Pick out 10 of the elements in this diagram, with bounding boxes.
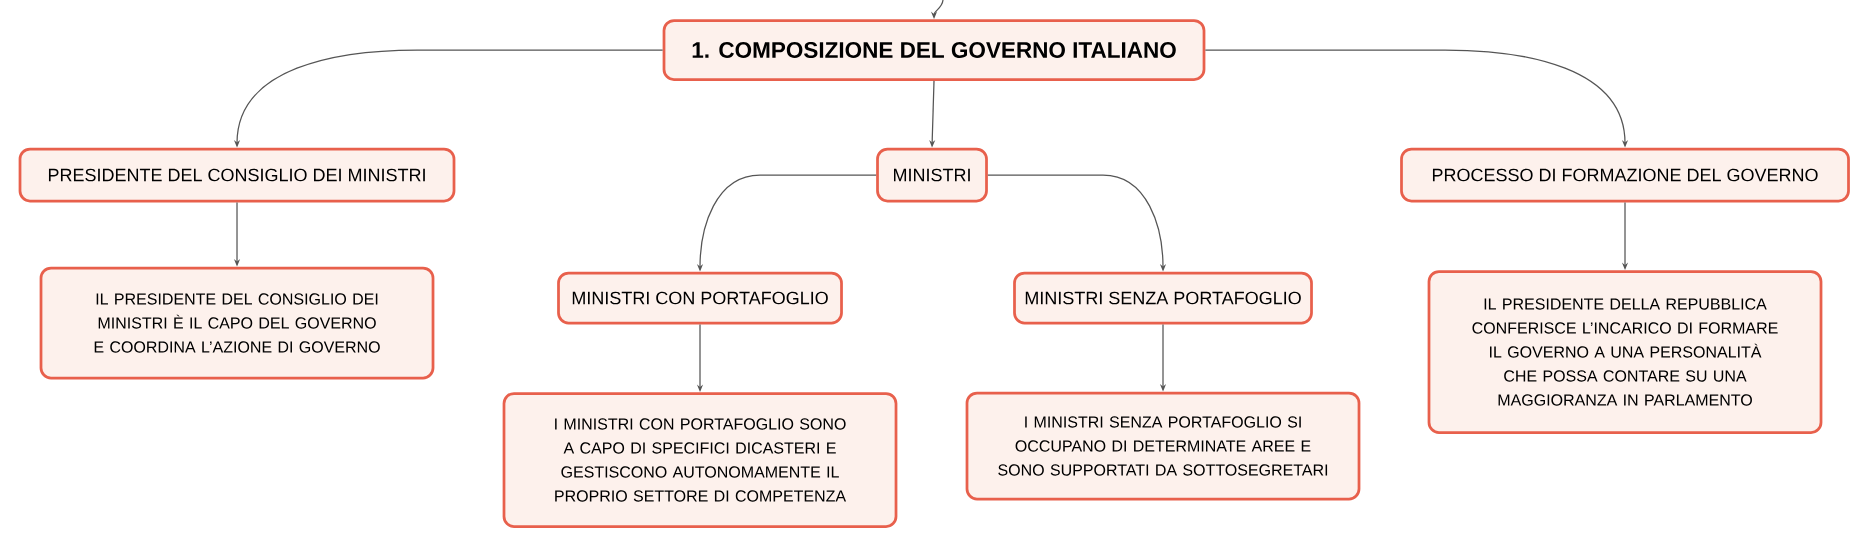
topic-box: MINISTRI CON PORTAFOGLIO <box>557 271 843 325</box>
description-box: IL PRESIDENTE DELLA REPUBBLICA CONFERISCE L’INCARICO DI FORMARE IL GOVERNO A UNA PERSONALITÀ CHE POSSA CONTARE SU UNA MAGGIORANZA IN PARLAMENTO <box>1427 270 1823 434</box>
description-box: I MINISTRI SENZA PORTAFOGLIO SI OCCUPANO DI DETERMINATE AREE E SONO SUPPORTATI DA SOTTOSEGRETARI <box>965 391 1361 501</box>
description-box: I MINISTRI CON PORTAFOGLIO SONO A CAPO DI SPECIFICI DICASTERI E GESTISCONO AUTONOMAMENTE IL PROPRIO SETTORE DI COMPETENZA <box>502 392 898 528</box>
topic-box: PROCESSO DI FORMAZIONE DEL GOVERNO <box>1400 147 1850 203</box>
topic-box: MINISTRI SENZA PORTAFOGLIO <box>1013 271 1313 325</box>
description-box: IL PRESIDENTE DEL CONSIGLIO DEI MINISTRI È IL CAPO DEL GOVERNO E COORDINA L’AZIONE DI GOVERNO <box>39 266 435 380</box>
topic-box: MINISTRI <box>876 147 988 203</box>
topic-box: PRESIDENTE DEL CONSIGLIO DEI MINISTRI <box>18 147 456 203</box>
topic-box: 1. COMPOSIZIONE DEL GOVERNO ITALIANO <box>662 19 1206 81</box>
